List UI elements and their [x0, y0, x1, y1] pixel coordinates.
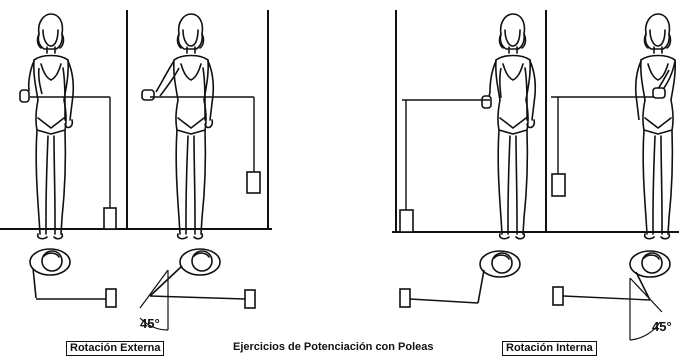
external-rotation-caption: Rotación Externa [66, 341, 164, 356]
figure-start-position [20, 14, 73, 239]
pulley-weight [104, 208, 116, 229]
internal-angle-label: 45° [652, 319, 672, 334]
figure-start-position-internal [482, 14, 535, 239]
external-angle-label: 45° [140, 316, 160, 331]
internal-rotation-caption: Rotación Interna [502, 341, 597, 356]
external-rotation-front-panel [0, 10, 272, 239]
page-title: Ejercicios de Potenciación con Poleas [233, 341, 434, 354]
internal-rotation-front-panel [392, 10, 679, 239]
figure-end-position [142, 14, 213, 239]
internal-rotation-top-view [400, 251, 670, 340]
figure-end-position-internal [636, 14, 675, 239]
